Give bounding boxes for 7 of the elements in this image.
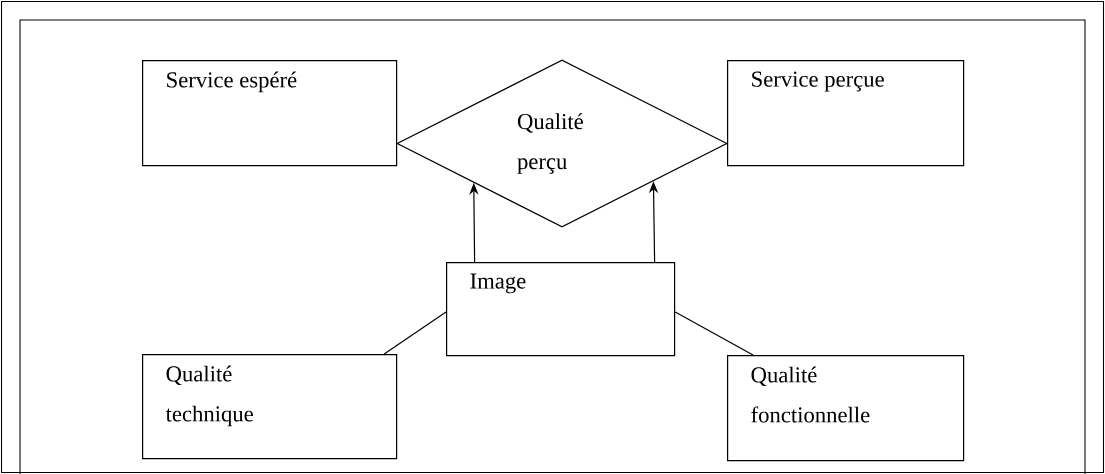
- text-box: Service perçue: [727, 60, 965, 167]
- connector-line: [383, 311, 447, 355]
- text-box: Qualité fonctionnelle: [727, 355, 965, 462]
- text-box: Service espéré: [142, 60, 398, 167]
- connector-line: [674, 311, 754, 356]
- text-box: Image: [446, 262, 676, 357]
- text-box: Qualité technique: [142, 354, 398, 460]
